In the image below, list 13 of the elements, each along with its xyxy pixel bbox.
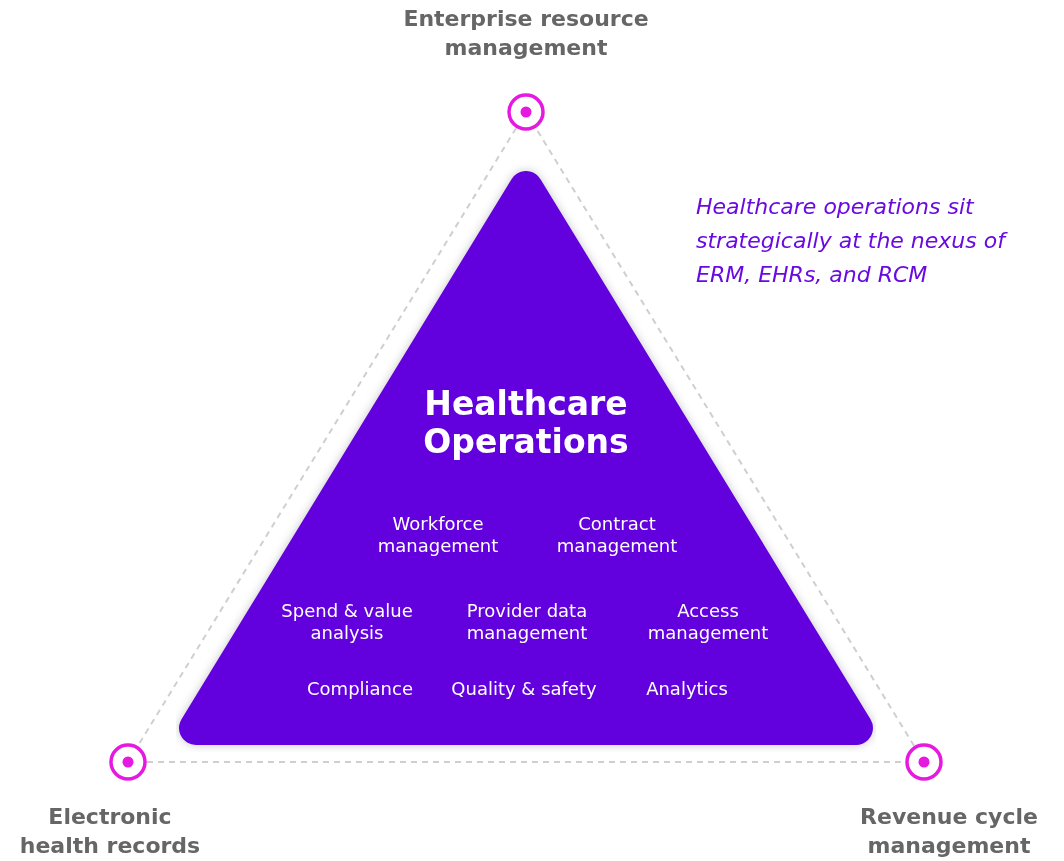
pyramid-title: Healthcare Operations <box>422 385 630 461</box>
capability-label: Access management <box>646 600 770 644</box>
vertex-label: Enterprise resource management <box>402 5 650 62</box>
vertex-label: Electronic health records <box>18 803 202 860</box>
capability-label: Spend & value analysis <box>280 600 414 644</box>
annotation-note: Healthcare operations sit strategically at the nexus of ERM, EHRs, and RCM <box>696 190 1026 292</box>
capability-label: Provider data management <box>465 600 589 644</box>
vertex-label: Revenue cycle management <box>859 803 1039 860</box>
capability-label: Contract management <box>555 513 679 557</box>
capability-label: Workforce management <box>376 513 500 557</box>
capability-label: Quality & safety <box>450 678 598 700</box>
capability-label: Compliance <box>306 678 414 700</box>
capability-label: Analytics <box>645 678 729 700</box>
